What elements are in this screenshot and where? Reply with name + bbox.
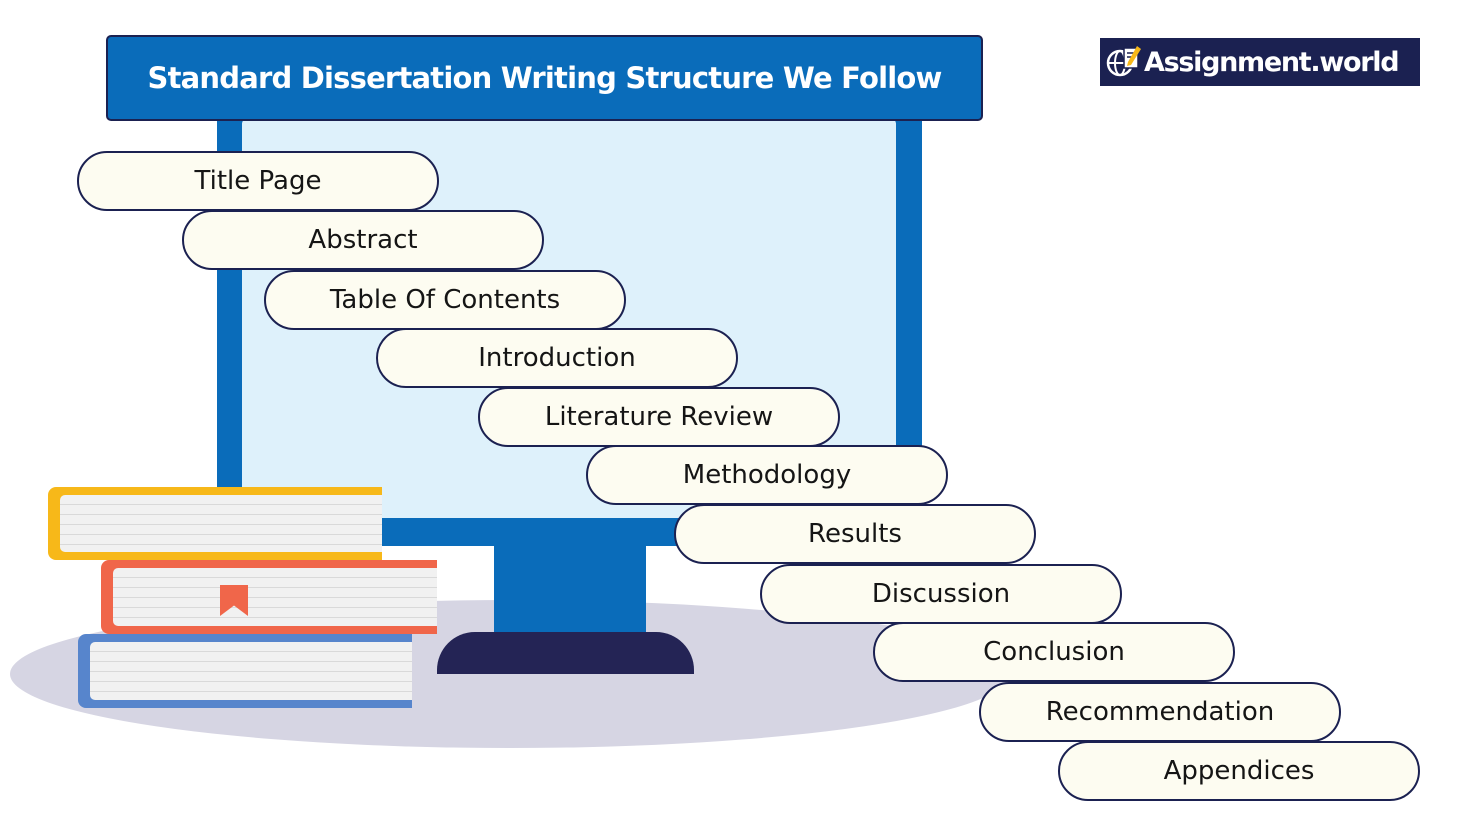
book-pages (60, 495, 382, 552)
section-recommendation: Recommendation (979, 682, 1341, 742)
section-appendices: Appendices (1058, 741, 1420, 801)
logo-text: Assignment.world (1144, 46, 1400, 78)
section-methodology: Methodology (586, 445, 948, 505)
monitor-stand-base (437, 632, 694, 674)
section-conclusion: Conclusion (873, 622, 1235, 682)
section-label: Methodology (682, 460, 852, 490)
book-blue (78, 634, 412, 708)
section-label: Table Of Contents (329, 285, 561, 315)
section-results: Results (674, 504, 1036, 564)
book-pages (113, 568, 437, 626)
section-table-of-contents: Table Of Contents (264, 270, 626, 330)
section-label: Introduction (478, 343, 636, 373)
book-yellow (48, 487, 382, 560)
title-banner: Standard Dissertation Writing Structure … (106, 35, 983, 121)
section-label: Results (808, 519, 902, 549)
section-discussion: Discussion (760, 564, 1122, 624)
section-label: Abstract (308, 225, 418, 255)
section-label: Appendices (1163, 756, 1315, 786)
book-orange (101, 560, 437, 634)
brand-logo[interactable]: Assignment.world (1100, 38, 1420, 86)
section-label: Recommendation (1045, 697, 1275, 727)
section-literature-review: Literature Review (478, 387, 840, 447)
section-abstract: Abstract (182, 210, 544, 270)
section-introduction: Introduction (376, 328, 738, 388)
section-label: Title Page (194, 166, 322, 196)
section-label: Conclusion (983, 637, 1125, 667)
section-title-page: Title Page (77, 151, 439, 211)
book-pages (90, 642, 412, 700)
monitor-stand-neck (494, 546, 646, 636)
page-title: Standard Dissertation Writing Structure … (147, 61, 942, 95)
section-label: Literature Review (544, 402, 774, 432)
globe-pencil-icon (1100, 38, 1144, 86)
section-label: Discussion (871, 579, 1011, 609)
